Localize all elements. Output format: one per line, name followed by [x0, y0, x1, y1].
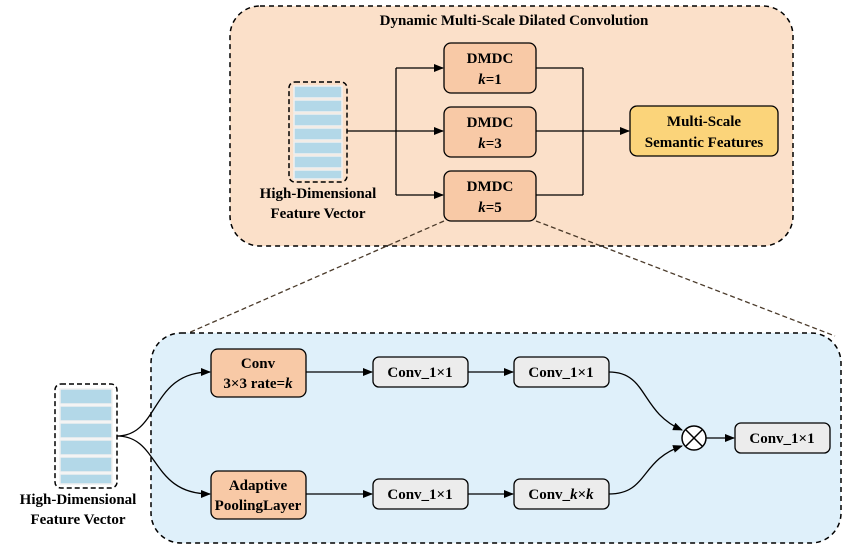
top-panel-title: Dynamic Multi-Scale Dilated Convolution: [380, 13, 649, 29]
dmdc-k3-param: k=3: [478, 136, 502, 152]
bottom-panel: [150, 332, 842, 544]
lower-conv-kxk-box: Conv_k×k: [513, 478, 610, 510]
dilated-conv-box: Conv 3×3 rate=k: [210, 348, 307, 398]
adaptive-pooling-box: Adaptive PoolingLayer: [210, 470, 307, 520]
dmdc-k1-title: DMDC: [467, 51, 514, 67]
top-input-label-line1: High-Dimensional: [260, 186, 377, 202]
top-input-label-line2: Feature Vector: [270, 206, 365, 222]
dmdc-k3-title: DMDC: [467, 115, 514, 131]
adaptive-line2: PoolingLayer: [215, 498, 302, 514]
bottom-feature-vector: [54, 383, 118, 489]
lower-conv1-box: Conv_1×1: [372, 478, 469, 510]
upper-conv2-label: Conv_1×1: [528, 365, 593, 381]
dilated-conv-line2: 3×3 rate=k: [223, 376, 293, 392]
multiscale-output-box: Multi-Scale Semantic Features: [629, 105, 779, 157]
output-conv-label: Conv_1×1: [749, 431, 814, 447]
output-line2: Semantic Features: [645, 135, 764, 151]
bottom-connectors: [116, 368, 735, 498]
adaptive-line1: Adaptive: [229, 478, 288, 494]
lower-conv-kxk-label: Conv_k×k: [528, 487, 594, 503]
top-feature-vector: [288, 81, 348, 183]
dmdc-k5-title: DMDC: [467, 179, 514, 195]
top-connectors: [347, 64, 630, 199]
zoom-lines: [185, 220, 836, 337]
bottom-input-label-line1: High-Dimensional: [20, 492, 137, 508]
bottom-input-label-line2: Feature Vector: [30, 512, 125, 528]
upper-conv1-label: Conv_1×1: [387, 365, 452, 381]
output-conv-box: Conv_1×1: [734, 422, 831, 454]
upper-conv1-box: Conv_1×1: [372, 356, 469, 388]
dmdc-box-k1: DMDC k=1: [443, 42, 537, 94]
output-line1: Multi-Scale: [667, 114, 741, 130]
multiply-node: [681, 425, 707, 451]
dmdc-box-k3: DMDC k=3: [443, 106, 537, 158]
dmdc-box-k5: DMDC k=5: [443, 170, 537, 222]
lower-conv1-label: Conv_1×1: [387, 487, 452, 503]
dmdc-k5-param: k=5: [478, 200, 502, 216]
upper-conv2-box: Conv_1×1: [513, 356, 610, 388]
dilated-conv-line1: Conv: [241, 356, 276, 372]
dmdc-k1-param: k=1: [478, 72, 502, 88]
